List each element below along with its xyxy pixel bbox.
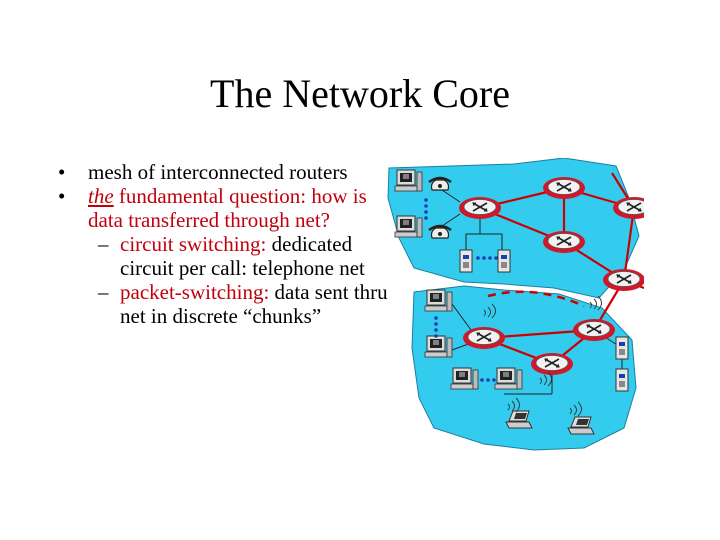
emphasis-the: the — [88, 184, 114, 208]
packet-switching-term: packet-switching: — [120, 280, 270, 304]
server-icon — [615, 368, 629, 392]
circuit-switching-term: circuit switching: — [120, 232, 267, 256]
desktop-computer-icon — [424, 335, 453, 358]
dashed-link — [487, 290, 585, 308]
sub-bullet-circuit: – circuit switching: dedicated circuit p… — [58, 232, 388, 280]
desktop-computer-icon — [424, 289, 453, 312]
desktop-computer-icon — [494, 367, 523, 390]
router-icon — [542, 230, 586, 254]
router-icon — [572, 318, 616, 342]
sub-bullet-dash: – — [98, 232, 109, 256]
server-icon — [497, 249, 511, 273]
packet-switching-text: data sent thru net in discrete “chunks” — [120, 280, 388, 328]
router-icon — [462, 326, 506, 350]
router-icon — [458, 196, 502, 220]
ellipsis-dots-icon — [424, 198, 498, 382]
network-cloud-top — [387, 158, 640, 299]
circuit-switching-text: dedicated circuit per call: telephone ne… — [120, 232, 365, 280]
question-text: fundamental question: how is data transf… — [88, 184, 367, 232]
desktop-computer-icon — [394, 169, 423, 192]
router-icon — [602, 268, 644, 292]
bullet-dot: • — [58, 160, 66, 184]
bullet-mesh: • mesh of interconnected routers — [58, 160, 388, 184]
bullet-mesh-text: mesh of interconnected routers — [88, 160, 348, 184]
server-icon — [459, 249, 473, 273]
telephone-icon — [427, 176, 453, 192]
router-icon — [542, 176, 586, 200]
server-icon — [615, 336, 629, 360]
bullet-question: • the fundamental question: how is data … — [58, 184, 388, 232]
slide-title: The Network Core — [210, 71, 510, 116]
router-icon — [530, 352, 574, 376]
sub-bullet-packet: – packet-switching: data sent thru net i… — [58, 280, 388, 328]
telephone-icon — [427, 224, 453, 240]
network-diagram — [387, 158, 644, 451]
bullet-dot: • — [58, 184, 66, 208]
desktop-computer-icon — [450, 367, 479, 390]
desktop-computer-icon — [394, 215, 423, 238]
sub-bullet-dash: – — [98, 280, 109, 304]
bullet-list: • mesh of interconnected routers • the f… — [58, 160, 388, 328]
